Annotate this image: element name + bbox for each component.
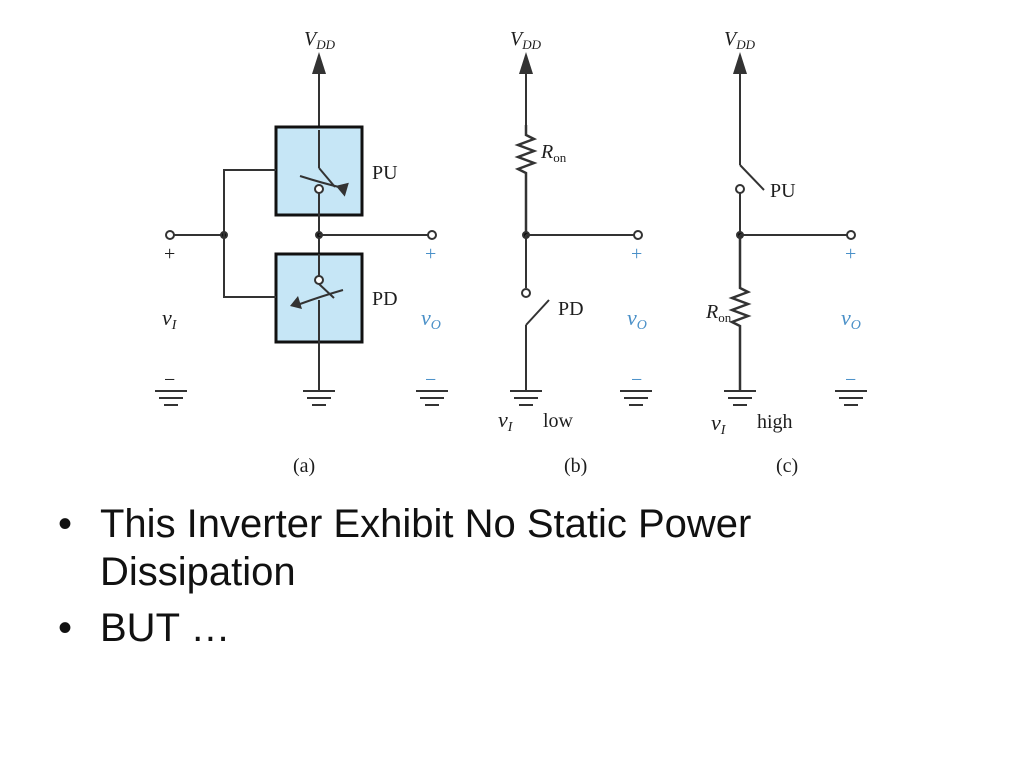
panel-a xyxy=(165,52,437,390)
pu-label-a: PU xyxy=(372,162,398,184)
vo-label-b: vO xyxy=(627,305,647,333)
inverter-switch-diagram: VDD PU PD + − vI + − vO (a) VDD Ron PD +… xyxy=(155,28,867,477)
bullet-marker: • xyxy=(58,606,73,650)
ground-icon xyxy=(835,390,867,406)
vdd-arrow-icon xyxy=(312,52,326,74)
caption-a: (a) xyxy=(293,455,315,477)
plus-output-label-c: + xyxy=(845,243,856,265)
vi-state-c: high xyxy=(757,411,793,433)
vdd-label-a: VDD xyxy=(304,28,336,52)
vo-label-c: vO xyxy=(841,305,861,333)
vdd-label-b: VDD xyxy=(510,28,542,52)
panel-b xyxy=(514,52,643,390)
ground-icon xyxy=(510,390,542,406)
vdd-label-c: VDD xyxy=(724,28,756,52)
ground-icon xyxy=(303,390,335,406)
plus-output-label-a: + xyxy=(425,243,436,265)
ground-icon xyxy=(155,390,187,406)
ground-icon xyxy=(416,390,448,406)
bullet-text: BUT … xyxy=(100,606,231,650)
resistor-ron-c xyxy=(728,235,752,390)
plus-output-label-b: + xyxy=(631,243,642,265)
vo-label-a: vO xyxy=(421,305,441,333)
vi-label-c: vI xyxy=(711,410,727,438)
pu-label-c: PU xyxy=(770,180,796,202)
minus-output-label-b: − xyxy=(631,369,642,391)
bullet-item: • BUT … xyxy=(58,604,958,652)
minus-output-label-c: − xyxy=(845,369,856,391)
vdd-arrow-icon xyxy=(519,52,533,74)
resistor-ron-b xyxy=(514,125,538,235)
pd-label-b: PD xyxy=(558,298,584,320)
ron-label-b: Ron xyxy=(540,141,567,165)
bullet-marker: • xyxy=(58,502,73,546)
vi-label-a: vI xyxy=(162,305,178,333)
plus-input-label: + xyxy=(164,243,175,265)
vdd-arrow-icon xyxy=(733,52,747,74)
panel-c xyxy=(728,52,856,390)
bullet-text: This Inverter Exhibit No Static Power Di… xyxy=(100,502,752,594)
ron-label-c: Ron xyxy=(705,301,732,325)
pd-label-a: PD xyxy=(372,288,398,310)
vi-label-b: vI xyxy=(498,407,514,435)
caption-c: (c) xyxy=(776,455,798,477)
bullet-list: • This Inverter Exhibit No Static Power … xyxy=(58,500,958,660)
bullet-item: • This Inverter Exhibit No Static Power … xyxy=(58,500,958,596)
caption-b: (b) xyxy=(564,455,587,477)
vi-state-b: low xyxy=(543,410,574,432)
ground-icon xyxy=(620,390,652,406)
minus-output-label-a: − xyxy=(425,369,436,391)
ground-icon xyxy=(724,390,756,406)
minus-input-label: − xyxy=(164,369,175,391)
